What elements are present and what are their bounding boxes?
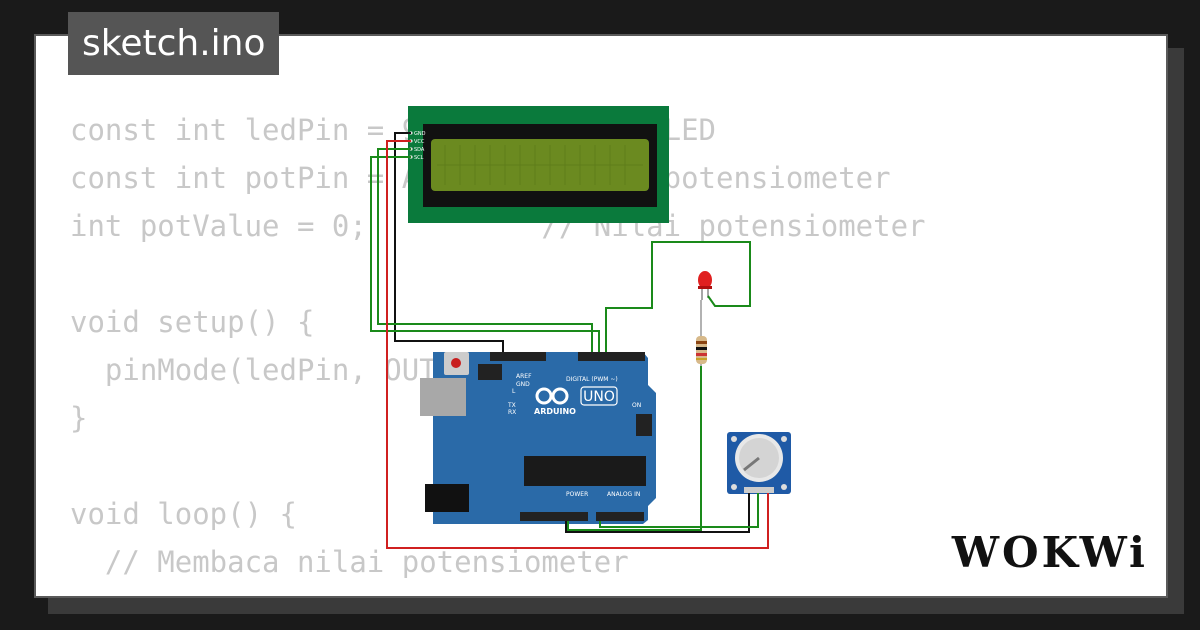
board-brand: ARDUINO [534,407,576,416]
l-led-label: L [512,388,516,395]
wire-resistor-green [567,366,702,531]
lcd-pin-sda: SDA [414,147,425,153]
analog-label: ANALOG IN [607,491,640,498]
code-line: int potValue = 0; // Nilai potensiometer [70,209,926,243]
lcd-pin-gnd: GND [414,131,426,137]
atmega-chip [524,456,646,486]
wire-sda-green [377,148,593,352]
wire-gnd-black [394,132,504,352]
wire-pot-signal-green [599,493,759,528]
digital-label: DIGITAL (PWM ~) [566,376,618,383]
wire-scl-green [370,156,600,352]
header-analog [596,512,644,521]
tx-label: TX [507,402,516,409]
on-label: ON [632,402,641,409]
wire-pot-gnd-black [565,493,750,533]
code-line: } [70,401,88,435]
power-label: POWER [566,491,588,498]
power-jack [425,484,469,512]
resistor[interactable] [696,300,707,366]
arduino-infinity-logo-icon [535,387,569,405]
wire-pin9-green [605,241,751,352]
potentiometer[interactable] [727,432,791,494]
arduino-uno-board[interactable]: AREF GND DIGITAL (PWM ~) L TX RX ON UNO … [420,352,656,524]
lcd-pin-scl: SCL [414,155,424,161]
header-power [520,512,588,521]
header-top-right [578,352,645,361]
code-line: // Membaca nilai potensiometer [70,545,629,579]
wire-vcc-red [386,140,769,549]
wokwi-logo: WOKWi [951,528,1148,577]
board-model: UNO [583,389,615,405]
aref-label: AREF [516,373,532,380]
red-led[interactable] [698,271,712,300]
usb-port [420,378,466,416]
code-line: potValue = analogRead(potPin); [70,586,926,596]
header-top-left [490,352,546,361]
wires [370,132,769,549]
lcd-display[interactable]: GND VCC SDA SCL [408,106,669,223]
code-line: void loop() { [70,497,297,531]
lcd-pin-vcc: VCC [414,139,425,145]
code-line: void setup() { [70,305,315,339]
file-title-tab[interactable]: sketch.ino [68,12,280,75]
rx-label: RX [508,409,516,416]
gnd-label: GND [516,381,530,388]
